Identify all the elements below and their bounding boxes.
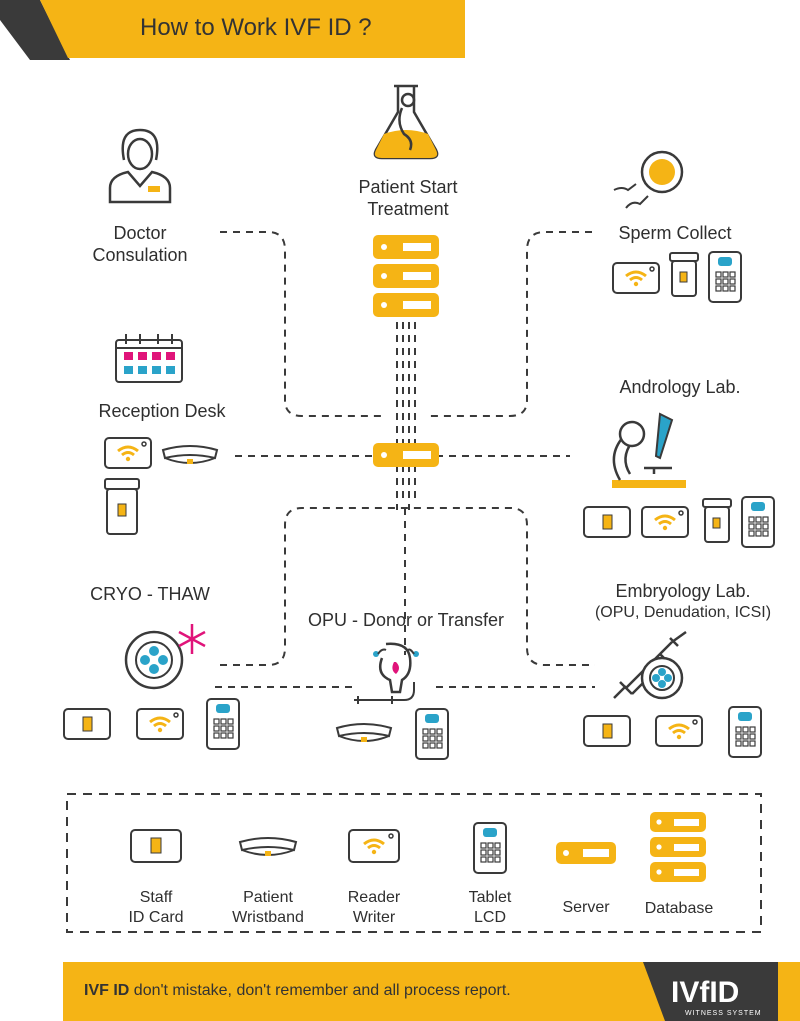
legend-reader-label: Reader Writer xyxy=(347,889,401,926)
reader-writer-icon xyxy=(641,506,689,538)
connection-lines xyxy=(215,231,595,688)
tablet-icon xyxy=(741,496,775,548)
database-icon xyxy=(650,812,706,882)
reader-writer-icon xyxy=(348,829,400,863)
reader-writer-icon xyxy=(655,715,703,747)
header-chevron xyxy=(0,0,70,60)
legend-staff-id-label: Staff ID Card xyxy=(128,889,184,926)
embryology-lab-label: Embryology Lab. (OPU, Denudation, ICSI) xyxy=(594,581,772,621)
specimen-container-icon xyxy=(702,498,732,543)
reception-desk-label: Reception Desk xyxy=(98,401,226,421)
sperm-collect-label: Sperm Collect xyxy=(618,223,732,243)
opu-label: OPU - Donor or Transfer xyxy=(307,610,505,630)
reader-writer-icon xyxy=(136,708,184,740)
doctor-icon xyxy=(108,128,172,204)
reader-writer-icon xyxy=(612,262,660,294)
tablet-icon xyxy=(415,708,449,760)
svg-text:IVfID: IVfID xyxy=(671,976,739,1009)
microscope-icon xyxy=(612,412,686,488)
staff-id-card-icon xyxy=(583,506,631,538)
wristband-icon xyxy=(161,445,219,464)
uterus-syringe-icon xyxy=(354,642,419,704)
andrology-lab-label: Andrology Lab. xyxy=(619,377,741,397)
database-icon xyxy=(373,235,439,317)
title-bar xyxy=(40,0,465,58)
patient-start-label: Patient Start Treatment xyxy=(358,177,458,219)
reader-writer-icon xyxy=(104,437,152,469)
server-icon xyxy=(556,842,616,864)
wristband-icon xyxy=(238,837,298,856)
ivfid-logo: IVfID WITNESS SYSTEM xyxy=(643,962,778,1021)
legend-database-label: Database xyxy=(644,900,714,917)
doctor-label: Doctor Consulation xyxy=(92,223,188,265)
staff-id-card-icon xyxy=(63,708,111,740)
specimen-container-icon xyxy=(104,478,140,535)
staff-id-card-icon xyxy=(130,829,182,863)
wristband-icon xyxy=(335,723,393,742)
flask-icon xyxy=(373,84,439,160)
cryo-dish-icon xyxy=(124,624,206,690)
svg-text:WITNESS SYSTEM: WITNESS SYSTEM xyxy=(685,1010,762,1017)
icsi-dish-syringe-icon xyxy=(613,630,687,700)
footer-tagline: IVF ID don't mistake, don't remember and… xyxy=(84,982,511,999)
legend-wristband-label: Patient Wristband xyxy=(232,889,304,926)
tablet-icon xyxy=(728,706,762,758)
tablet-icon xyxy=(708,251,742,303)
page-title: How to Work IVF ID ? xyxy=(140,14,372,41)
sperm-egg-icon xyxy=(613,150,684,209)
staff-id-card-icon xyxy=(583,715,631,747)
legend-server-label: Server xyxy=(562,899,610,916)
tablet-icon xyxy=(206,698,240,750)
calendar-icon xyxy=(115,334,183,383)
specimen-container-icon xyxy=(669,252,699,297)
server-icon xyxy=(373,443,439,467)
tablet-icon xyxy=(473,822,507,874)
legend-tablet-label: Tablet LCD xyxy=(468,889,512,926)
cryo-thaw-label: CRYO - THAW xyxy=(90,584,210,604)
